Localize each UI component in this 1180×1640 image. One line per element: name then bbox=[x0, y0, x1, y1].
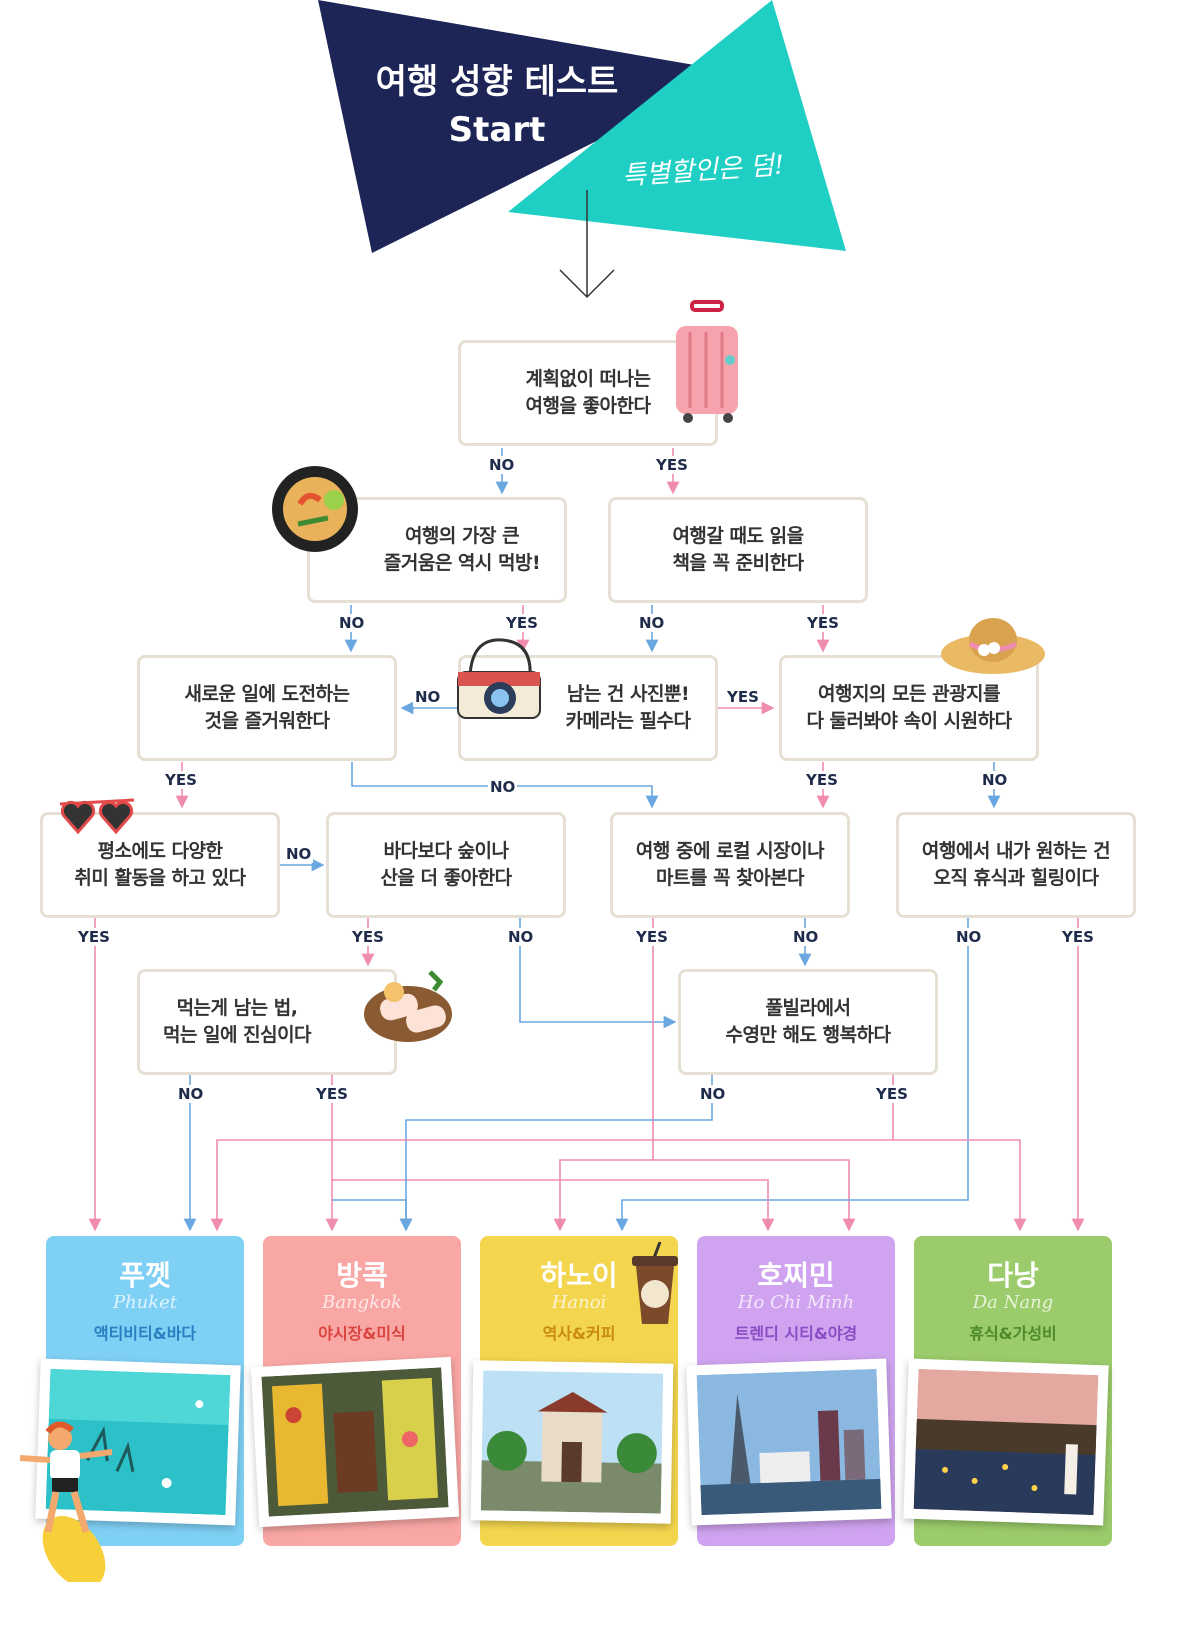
q8-line1: 바다보다 숲이나 bbox=[383, 840, 509, 862]
q6-line2: 다 둘러봐야 속이 시원하다 bbox=[806, 710, 1012, 732]
result-photo-da-nang bbox=[903, 1358, 1109, 1526]
answer-yes: YES bbox=[504, 614, 540, 632]
spring-rolls-icon bbox=[364, 970, 452, 1042]
result-photo-bangkok bbox=[250, 1356, 460, 1528]
question-serious-eater[interactable]: 먹는게 남는 법, 먹는 일에 진심이다 bbox=[137, 969, 397, 1075]
q9-line1: 여행 중에 로컬 시장이나 bbox=[635, 840, 825, 862]
result-card-hanoi[interactable]: 하노이 Hanoi 역사&커피 bbox=[470, 1236, 678, 1546]
q5-line2: 카메라는 필수다 bbox=[565, 710, 691, 732]
answer-no: NO bbox=[488, 778, 518, 796]
result-card-da-nang[interactable]: 다낭 Da Nang 휴식&가성비 bbox=[903, 1236, 1112, 1546]
q1-line2: 여행을 좋아한다 bbox=[525, 395, 651, 417]
q7-line1: 평소에도 다양한 bbox=[97, 840, 223, 862]
result-photo-phuket bbox=[35, 1358, 241, 1526]
answer-yes: YES bbox=[350, 928, 386, 946]
result-photo-ho-chi-minh bbox=[686, 1358, 892, 1526]
answer-no: NO bbox=[284, 845, 314, 863]
answer-yes: YES bbox=[804, 771, 840, 789]
q11-line2: 먹는 일에 진심이다 bbox=[162, 1024, 312, 1046]
answer-no: NO bbox=[413, 688, 443, 706]
pad-thai-icon bbox=[272, 466, 358, 552]
answer-yes: YES bbox=[163, 771, 199, 789]
q2-line2: 즐거움은 역시 먹방! bbox=[383, 552, 541, 574]
result-name: 푸껫 bbox=[119, 1259, 171, 1292]
test-title: 여행 성향 테스트 Start bbox=[352, 58, 642, 154]
answer-no: NO bbox=[698, 1085, 728, 1103]
result-tagline: 야시장&미식 bbox=[318, 1324, 406, 1343]
result-english-name: Hanoi bbox=[551, 1292, 607, 1313]
result-english-name: Da Nang bbox=[972, 1292, 1054, 1313]
coffee-cup-icon bbox=[632, 1242, 678, 1324]
answer-yes: YES bbox=[654, 456, 690, 474]
answer-yes: YES bbox=[805, 614, 841, 632]
answer-no: NO bbox=[954, 928, 984, 946]
answer-no: NO bbox=[637, 614, 667, 632]
q11-line1: 먹는게 남는 법, bbox=[176, 997, 298, 1019]
q2-line1: 여행의 가장 큰 bbox=[404, 525, 520, 547]
result-card-ho-chi-minh[interactable]: 호찌민 Ho Chi Minh 트렌디 시티&야경 bbox=[686, 1236, 895, 1546]
answer-no: NO bbox=[337, 614, 367, 632]
answer-no: NO bbox=[176, 1085, 206, 1103]
result-english-name: Bangkok bbox=[322, 1292, 402, 1313]
q3-line1: 여행갈 때도 읽을 bbox=[672, 525, 804, 547]
q1-line1: 계획없이 떠나는 bbox=[525, 368, 651, 390]
answer-yes: YES bbox=[725, 688, 761, 706]
result-tagline: 액티비티&바다 bbox=[93, 1324, 197, 1343]
banner-navy-triangle bbox=[318, 0, 735, 253]
result-photo-hanoi bbox=[470, 1360, 674, 1524]
result-tagline: 트렌디 시티&야경 bbox=[734, 1324, 858, 1343]
result-name: 다낭 bbox=[987, 1259, 1039, 1292]
answer-yes: YES bbox=[1060, 928, 1096, 946]
start-arrow-head bbox=[559, 269, 615, 299]
q10-line1: 여행에서 내가 원하는 건 bbox=[921, 840, 1111, 862]
sun-hat-icon bbox=[941, 618, 1045, 674]
banner-teal-triangle bbox=[508, 0, 846, 251]
q12-line1: 풀빌라에서 bbox=[765, 997, 851, 1019]
result-tagline: 휴식&가성비 bbox=[969, 1324, 1057, 1343]
q12-line2: 수영만 해도 행복하다 bbox=[725, 1024, 891, 1046]
test-title-line1: 여행 성향 테스트 bbox=[375, 62, 619, 102]
q5-line1: 남는 건 사진뿐! bbox=[566, 683, 690, 705]
camera-icon bbox=[457, 638, 541, 719]
result-tagline: 역사&커피 bbox=[542, 1324, 616, 1343]
result-english-name: Phuket bbox=[112, 1292, 178, 1313]
q6-line1: 여행지의 모든 관광지를 bbox=[817, 683, 1001, 705]
q4-line2: 것을 즐거워한다 bbox=[204, 710, 330, 732]
surfer-icon bbox=[19, 1421, 113, 1582]
heart-sunglasses-icon bbox=[59, 798, 135, 835]
answer-yes: YES bbox=[874, 1085, 910, 1103]
q10-line2: 오직 휴식과 힐링이다 bbox=[933, 867, 1099, 889]
answer-yes: YES bbox=[634, 928, 670, 946]
q7-line2: 취미 활동을 하고 있다 bbox=[74, 867, 246, 889]
answer-yes: YES bbox=[314, 1085, 350, 1103]
q9-line2: 마트를 꼭 찾아본다 bbox=[655, 867, 805, 889]
q3-line2: 책을 꼭 준비한다 bbox=[672, 552, 804, 574]
answer-no: NO bbox=[487, 456, 517, 474]
answer-no: NO bbox=[506, 928, 536, 946]
suitcase-icon bbox=[676, 300, 738, 423]
result-name: 하노이 bbox=[540, 1259, 618, 1292]
result-english-name: Ho Chi Minh bbox=[737, 1292, 855, 1313]
test-title-line2: Start bbox=[448, 110, 546, 150]
result-name: 방콕 bbox=[336, 1259, 388, 1292]
q8-line2: 산을 더 좋아한다 bbox=[380, 867, 512, 889]
result-card-phuket[interactable]: 푸껫 Phuket 액티비티&바다 bbox=[35, 1236, 244, 1546]
q4-line1: 새로운 일에 도전하는 bbox=[184, 683, 350, 705]
answer-yes: YES bbox=[76, 928, 112, 946]
answer-no: NO bbox=[791, 928, 821, 946]
answer-no: NO bbox=[980, 771, 1010, 789]
result-card-bangkok[interactable]: 방콕 Bangkok 야시장&미식 bbox=[250, 1236, 461, 1546]
result-name: 호찌민 bbox=[757, 1259, 835, 1292]
